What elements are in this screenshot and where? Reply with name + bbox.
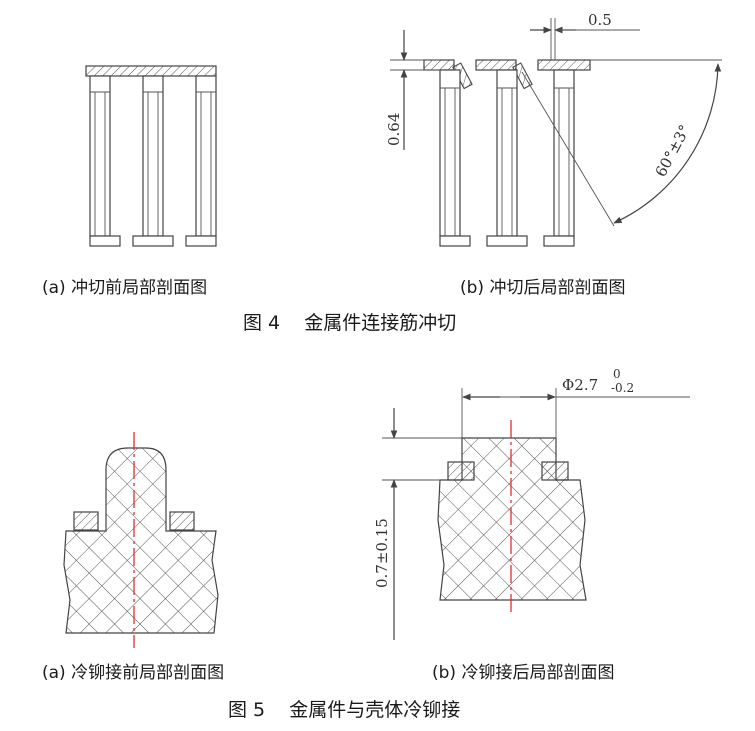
fig4b-dim-angle: 60°±3° xyxy=(521,59,722,227)
fig5b-metal-left xyxy=(447,461,475,481)
fig5a-housing xyxy=(63,447,219,634)
fig4-subcaption-a: (a) 冲切前局部剖面图 xyxy=(42,278,207,298)
fig4b-dim-height: 0.64 xyxy=(385,30,440,150)
fig5a-drawing xyxy=(63,432,219,648)
fig4b-pins xyxy=(439,69,575,247)
fig4a-top-strip xyxy=(85,65,217,77)
fig4b-strip-mid xyxy=(475,59,517,71)
fig5-caption: 图 5 金属件与壳体冷铆接 xyxy=(228,699,460,721)
fig5b-dim-height-label: 0.7±0.15 xyxy=(373,518,391,588)
fig5b-dim-diameter-label: Φ2.7 xyxy=(562,376,598,394)
fig5b-dim-tol-upper: 0 xyxy=(613,367,621,381)
fig4b-strip-left xyxy=(423,59,455,71)
fig5b-dim-tol-lower: -0.2 xyxy=(611,381,634,395)
fig5b-dim-diameter: Φ2.7 0 -0.2 xyxy=(461,367,690,438)
fig5-subcaption-a: (a) 冷铆接前局部剖面图 xyxy=(42,663,224,683)
fig4-subcaption-b: (b) 冲切后局部剖面图 xyxy=(460,278,625,298)
fig4b-dim-angle-label: 60°±3° xyxy=(652,122,694,180)
fig4b-dim-gap: 0.5 xyxy=(530,11,640,60)
fig4a-drawing xyxy=(85,65,217,247)
fig4b-drawing: 0.5 0.64 60°±3° xyxy=(385,11,722,247)
fig5b-dim-height: 0.7±0.15 xyxy=(373,408,462,640)
fig5a-metal-right xyxy=(169,511,195,531)
fig4b-dim-gap-label: 0.5 xyxy=(588,11,612,29)
fig5a-metal-left xyxy=(73,511,99,531)
fig4-caption: 图 4 金属件连接筋冲切 xyxy=(243,312,456,334)
fig5b-metal-right xyxy=(541,461,569,481)
fig4a-pins xyxy=(89,75,217,247)
fig4b-strip-right xyxy=(537,59,591,71)
fig5-subcaption-b: (b) 冷铆接后局部剖面图 xyxy=(432,663,614,683)
fig4b-bent-tab-2 xyxy=(512,62,533,90)
fig5b-drawing: Φ2.7 0 -0.2 0.7±0.15 xyxy=(373,367,690,640)
fig4b-dim-height-label: 0.64 xyxy=(385,113,403,146)
